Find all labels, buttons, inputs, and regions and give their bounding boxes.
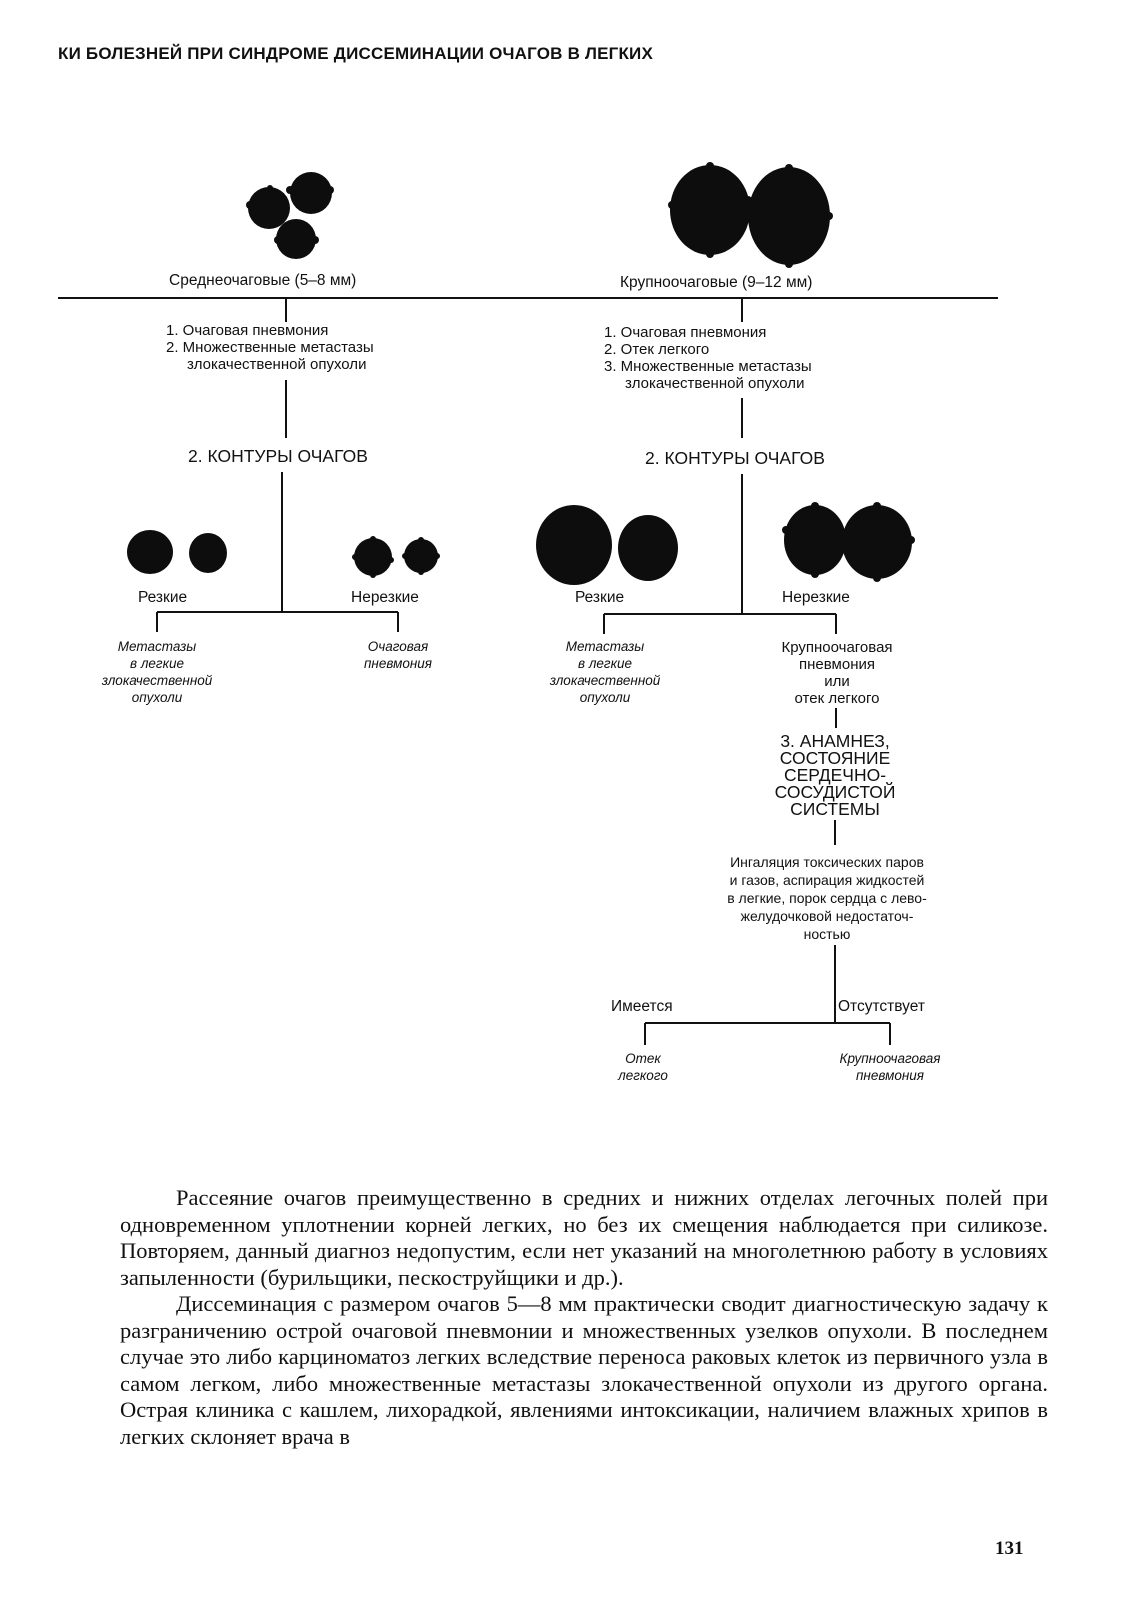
result-line: Метастазы bbox=[117, 639, 197, 654]
result-line: пневмония bbox=[799, 656, 875, 673]
paragraph: Рассеяние очагов преимущественно в средн… bbox=[120, 1185, 1048, 1290]
list-item: 2. Отек легкого bbox=[604, 341, 710, 358]
result-line: Крупноочаговая bbox=[781, 639, 893, 656]
result-line: Крупноочаговая bbox=[839, 1051, 941, 1066]
unsharp-large-lesions-icon bbox=[784, 505, 912, 579]
result-line: пневмония bbox=[363, 656, 433, 671]
present-result: Отек легкого bbox=[598, 1050, 688, 1084]
note-line: в легкие, порок сердца с лево- bbox=[727, 890, 927, 906]
result-line: злокачественной bbox=[549, 673, 661, 688]
heading-line: СЕРДЕЧНО- bbox=[783, 765, 887, 785]
list-item: 1. Очаговая пневмония bbox=[166, 322, 329, 339]
body-text: Рассеяние очагов преимущественно в средн… bbox=[120, 1185, 1048, 1450]
result-line: легкого bbox=[618, 1068, 668, 1083]
right-sharp-label: Резкие bbox=[575, 589, 625, 606]
result-line: пневмония bbox=[855, 1068, 925, 1083]
result-line: опухоли bbox=[579, 690, 631, 705]
sharp-medium-lesions-icon bbox=[127, 530, 227, 574]
result-line: отек легкого bbox=[794, 690, 880, 707]
list-item: 2. Множественные метастазы bbox=[166, 339, 374, 356]
right-contours-heading: 2. КОНТУРЫ ОЧАГОВ bbox=[645, 448, 825, 468]
left-unsharp-label: Нерезкие bbox=[351, 589, 419, 606]
result-line: злокачественной bbox=[101, 673, 213, 688]
note-line: Ингаляция токсических паров bbox=[730, 854, 924, 870]
heading-line: 3. АНАМНЕЗ, bbox=[780, 731, 890, 751]
note-line: ностью bbox=[803, 926, 851, 942]
absent-label: Отсутствует bbox=[838, 998, 925, 1015]
unsharp-medium-lesions-icon bbox=[354, 538, 438, 576]
note-line: желудочковой недостаточ- bbox=[740, 908, 914, 924]
result-line: в легкие bbox=[578, 656, 632, 671]
result-line: опухоли bbox=[131, 690, 183, 705]
heading-line: СОСУДИСТОЙ bbox=[774, 782, 896, 802]
left-sharp-label: Резкие bbox=[138, 589, 188, 606]
right-unsharp-label: Нерезкие bbox=[782, 589, 850, 606]
anamnesis-note: Ингаляция токсических паров и газов, асп… bbox=[682, 853, 972, 943]
present-label: Имеется bbox=[611, 998, 673, 1015]
result-line: Очаговая bbox=[367, 639, 429, 654]
result-line: Метастазы bbox=[565, 639, 645, 654]
list-item: злокачественной опухоли bbox=[625, 375, 805, 392]
list-item: 1. Очаговая пневмония bbox=[604, 324, 767, 341]
right-sharp-result: Метастазы в легкие злокачественной опухо… bbox=[530, 638, 680, 706]
right-unsharp-result: Крупноочаговая пневмония или отек легког… bbox=[752, 639, 922, 707]
note-line: и газов, аспирация жидкостей bbox=[729, 872, 925, 888]
result-line: или bbox=[824, 673, 850, 690]
list-item: 3. Множественные метастазы bbox=[604, 358, 812, 375]
heading-line: СОСТОЯНИЕ bbox=[779, 748, 891, 768]
large-lesions-icon bbox=[670, 165, 830, 265]
flowchart-lines bbox=[58, 162, 998, 1045]
medium-lesions-icon bbox=[248, 172, 332, 259]
medium-diagnoses-list: 1. Очаговая пневмония 2. Множественные м… bbox=[166, 322, 374, 373]
left-unsharp-result: Очаговая пневмония bbox=[338, 638, 458, 672]
result-line: в легкие bbox=[130, 656, 184, 671]
page-number: 131 bbox=[995, 1538, 1024, 1559]
large-diagnoses-list: 1. Очаговая пневмония 2. Отек легкого 3.… bbox=[604, 324, 812, 392]
result-line: Отек bbox=[625, 1051, 661, 1066]
large-lesions-title: Крупноочаговые (9–12 мм) bbox=[620, 274, 813, 291]
sharp-large-lesions-icon bbox=[536, 505, 678, 585]
anamnesis-heading: 3. АНАМНЕЗ, СОСТОЯНИЕ СЕРДЕЧНО- СОСУДИСТ… bbox=[745, 731, 925, 819]
heading-line: СИСТЕМЫ bbox=[790, 799, 880, 819]
running-header: КИ БОЛЕЗНЕЙ ПРИ СИНДРОМЕ ДИССЕМИНАЦИИ ОЧ… bbox=[58, 44, 654, 63]
paragraph: Диссеминация с размером очагов 5—8 мм пр… bbox=[120, 1291, 1048, 1449]
medium-lesions-title: Среднеочаговые (5–8 мм) bbox=[169, 272, 357, 289]
left-contours-heading: 2. КОНТУРЫ ОЧАГОВ bbox=[188, 446, 368, 466]
absent-result: Крупноочаговая пневмония bbox=[815, 1050, 965, 1084]
left-sharp-result: Метастазы в легкие злокачественной опухо… bbox=[82, 638, 232, 706]
list-item: злокачественной опухоли bbox=[187, 356, 367, 373]
